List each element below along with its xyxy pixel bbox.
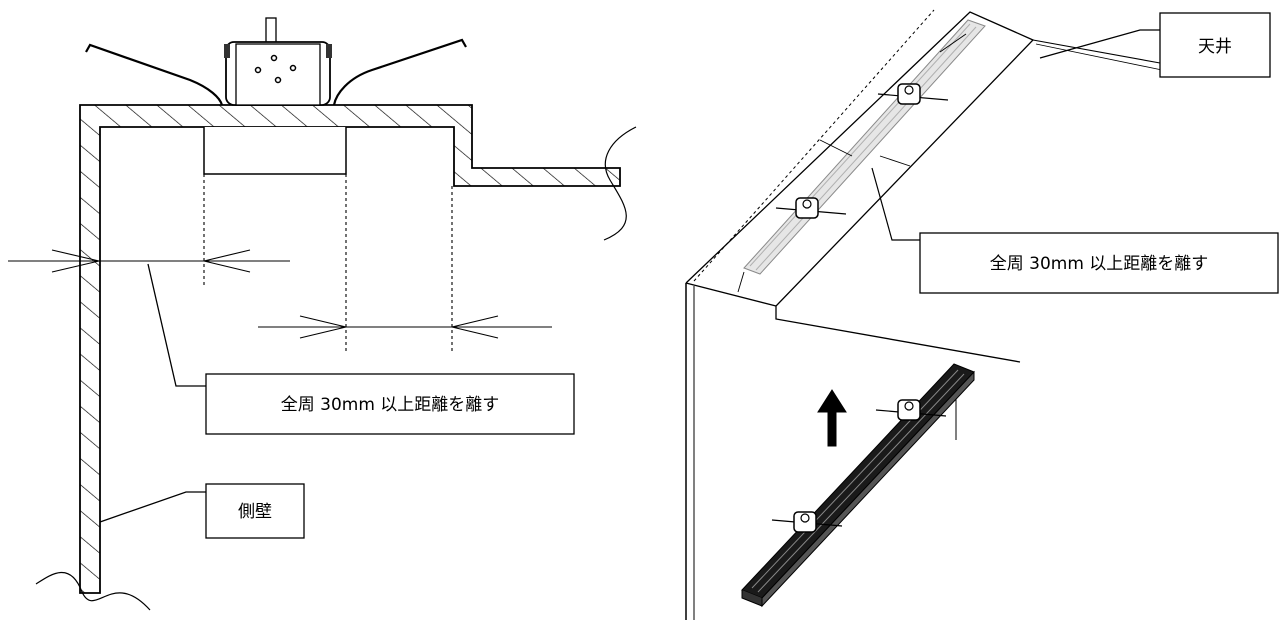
leader-side-wall — [99, 491, 206, 523]
leader-ceiling — [1039, 29, 1160, 59]
clearance-dimension-right — [258, 315, 552, 339]
ceiling-edge-line — [1032, 39, 1161, 64]
up-arrow-icon — [817, 389, 847, 447]
ceiling-dashed-edge — [693, 9, 935, 282]
label-ceiling: 天井 — [1159, 12, 1271, 78]
label-clearance-left: 全周 30mm 以上距離を離す — [205, 373, 575, 435]
label-side-wall: 側壁 — [205, 483, 305, 539]
mount-wing-left — [85, 43, 224, 106]
extension-lines — [203, 174, 453, 352]
sensor-head-icon — [224, 17, 332, 106]
fixture-recess — [203, 127, 347, 175]
sensor-head-icon — [775, 197, 847, 219]
clearance-dimension-left — [8, 249, 290, 273]
leader-clearance-left — [147, 263, 206, 387]
leader-clearance-right — [871, 167, 920, 241]
sensor-head-icon — [771, 511, 843, 533]
mount-wing-right — [332, 38, 467, 106]
label-clearance-right-text: 全周 30mm 以上距離を離す — [990, 254, 1209, 274]
sensor-head-icon — [875, 399, 947, 421]
label-clearance-left-text: 全周 30mm 以上距離を離す — [281, 395, 500, 415]
label-clearance-right: 全周 30mm 以上距離を離す — [919, 232, 1279, 294]
wall-hatched-section — [79, 104, 621, 594]
label-side-wall-text: 側壁 — [238, 502, 272, 522]
break-line-ceiling — [603, 126, 637, 241]
fixture-being-installed — [741, 363, 975, 608]
left-section-view — [8, 17, 637, 611]
label-ceiling-text: 天井 — [1198, 37, 1232, 57]
sensor-head-icon — [877, 83, 949, 105]
right-isometric-view — [685, 9, 1163, 620]
ceiling-slab — [685, 11, 1035, 363]
break-line-wall — [35, 571, 151, 611]
